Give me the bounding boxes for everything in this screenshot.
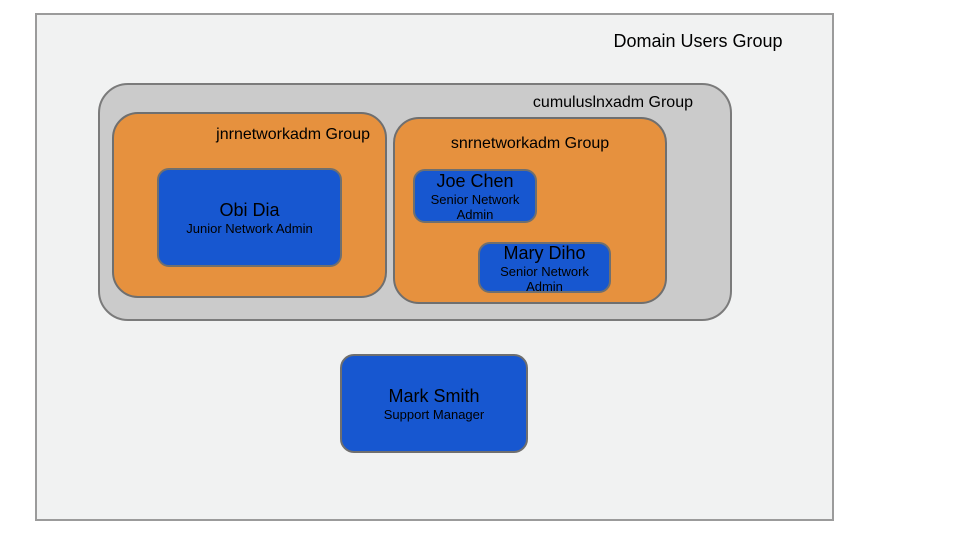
person-role: Senior Network Admin	[430, 192, 520, 222]
cumuluslnxadm-group-label: cumuluslnxadm Group	[532, 94, 693, 111]
person-card-mark-smith: Mark Smith Support Manager	[340, 354, 528, 453]
person-role: Senior Network Admin	[500, 263, 589, 294]
person-name: Mary Diho	[503, 242, 586, 263]
person-name: Joe Chen	[436, 171, 514, 191]
domain-users-group-label: Domain Users Group	[613, 31, 783, 51]
person-role: Support Manager	[383, 407, 485, 422]
person-role: Junior Network Admin	[186, 221, 313, 236]
person-name: Obi Dia	[219, 200, 280, 220]
person-card-obi-dia: Obi Dia Junior Network Admin	[157, 168, 342, 267]
jnrnetworkadm-group-box: jnrnetworkadm Group Obi Dia Junior Netwo…	[112, 112, 387, 298]
domain-users-group-box: Domain Users Group cumuluslnxadm Group j…	[35, 13, 834, 521]
person-card-mary-diho: Mary Diho Senior Network Admin	[478, 242, 611, 294]
jnrnetworkadm-group-label: jnrnetworkadm Group	[216, 126, 370, 143]
snrnetworkadm-group-label: snrnetworkadm Group	[450, 135, 610, 152]
snrnetworkadm-group-box: snrnetworkadm Group Joe Chen Senior Netw…	[393, 117, 667, 304]
person-card-joe-chen: Joe Chen Senior Network Admin	[413, 169, 537, 223]
person-name: Mark Smith	[388, 386, 480, 406]
cumuluslnxadm-group-box: cumuluslnxadm Group jnrnetworkadm Group …	[98, 83, 732, 321]
